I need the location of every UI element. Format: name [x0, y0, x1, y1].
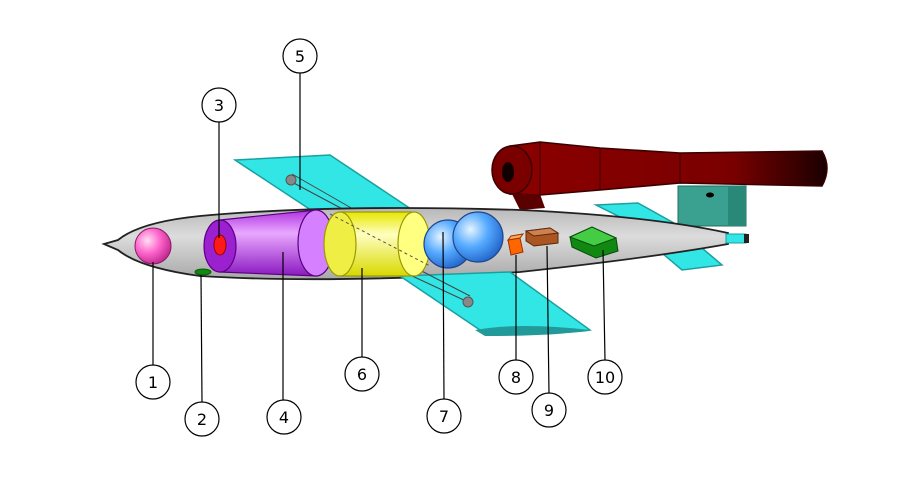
callout-label-3: 3 [214, 96, 224, 115]
callout-2: 2 [184, 401, 220, 437]
wing-spar-end-lower [462, 296, 474, 308]
impact-fuse [194, 268, 212, 276]
leader-line-2 [200, 274, 203, 403]
callout-1: 1 [135, 364, 171, 400]
callout-label-5: 5 [295, 47, 305, 66]
callout-7: 7 [426, 398, 462, 434]
leader-lines [152, 72, 606, 403]
callout-9: 9 [531, 392, 567, 428]
fuel-tank [323, 211, 431, 277]
callout-label-2: 2 [197, 410, 207, 429]
callout-6: 6 [344, 356, 380, 392]
pulse-jet-engine [491, 141, 828, 210]
callout-label-7: 7 [439, 407, 449, 426]
callout-label-10: 10 [595, 368, 615, 387]
callout-5: 5 [282, 38, 318, 74]
main-wing-lower [394, 264, 592, 336]
battery [506, 233, 525, 256]
engine-pylon [677, 185, 747, 227]
callout-3: 3 [201, 87, 237, 123]
leader-line-7 [442, 231, 445, 401]
air-sphere-rear [452, 211, 504, 263]
wing-spar-end-upper [285, 174, 297, 186]
leader-line-10 [602, 249, 606, 361]
callout-label-1: 1 [148, 373, 158, 392]
warhead [203, 209, 335, 277]
leader-line-9 [546, 245, 550, 395]
nose-compass-sphere [134, 227, 172, 265]
callout-10: 10 [587, 359, 623, 395]
callout-label-8: 8 [511, 368, 521, 387]
main-wing-upper [232, 154, 423, 217]
callout-8: 8 [498, 359, 534, 395]
detonator [213, 234, 227, 256]
callout-label-6: 6 [357, 365, 367, 384]
servo-unit [568, 226, 619, 259]
callout-label-9: 9 [544, 401, 554, 420]
callout-label-4: 4 [279, 408, 289, 427]
callout-4: 4 [266, 399, 302, 435]
autopilot [524, 227, 560, 247]
